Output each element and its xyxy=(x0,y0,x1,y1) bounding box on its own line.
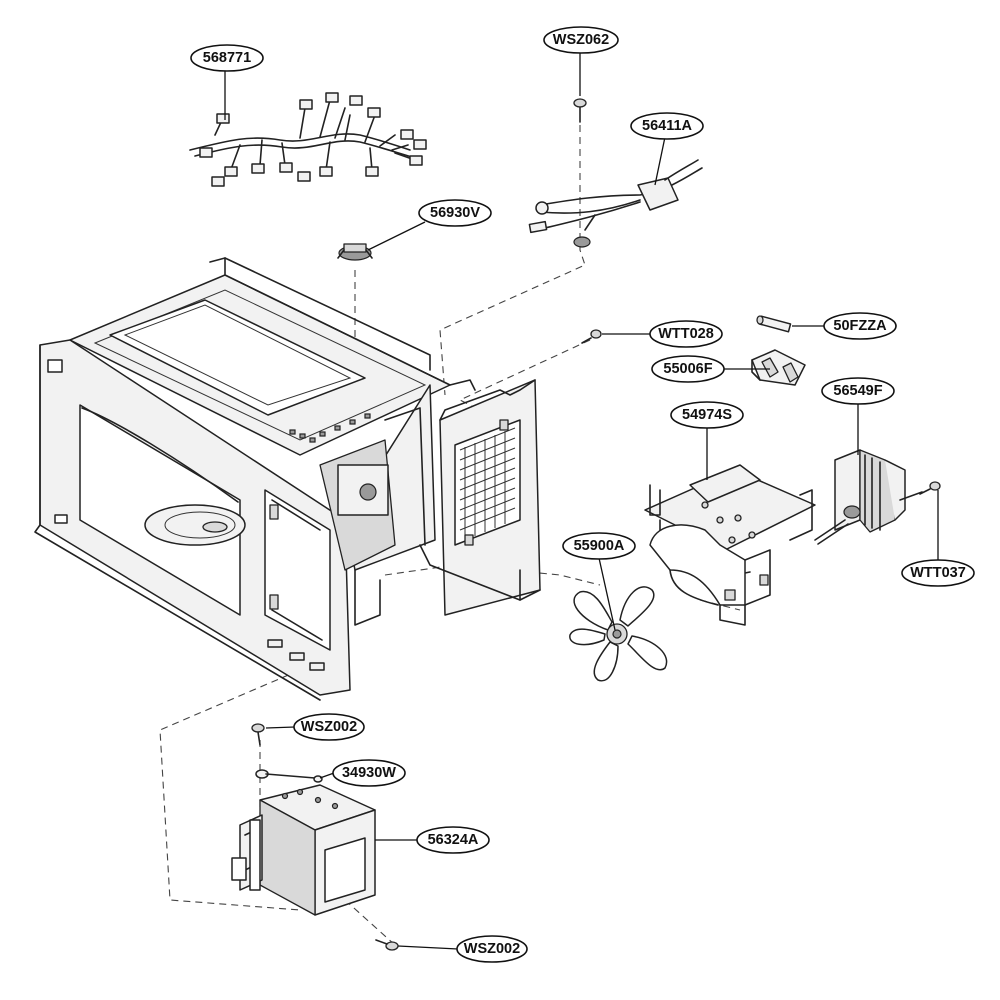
screw-motor xyxy=(919,481,941,495)
callout-label: WSZ002 xyxy=(301,719,357,735)
callout-mag-gasket: 34930W xyxy=(332,759,406,787)
callout-magnetron: 56324A xyxy=(416,826,490,854)
callout-label: 56411A xyxy=(642,118,693,134)
callout-label: WTT037 xyxy=(910,565,966,581)
callout-screw-mag-top: WSZ002 xyxy=(293,713,365,741)
fuse xyxy=(756,315,792,333)
callout-fuse-lead: 56411A xyxy=(630,112,704,140)
callout-fuse: 50FZZA xyxy=(823,312,897,340)
thermostat xyxy=(337,243,373,261)
callout-screw-motor: WTT037 xyxy=(901,559,975,587)
screw-mag-bottom xyxy=(375,939,399,951)
callout-label: 55900A xyxy=(574,538,625,554)
screw-mag-top xyxy=(251,723,265,746)
callout-label: 568771 xyxy=(203,50,251,66)
cavity-assembly xyxy=(34,257,541,701)
callout-harness: 568771 xyxy=(190,44,264,72)
callout-label: WSZ002 xyxy=(464,941,520,957)
vent-grille xyxy=(459,427,516,540)
callout-screw-bracket: WTT028 xyxy=(649,320,723,348)
screw-top xyxy=(573,98,587,123)
fan-motor xyxy=(814,449,923,545)
callout-label: 34930W xyxy=(342,765,396,781)
callout-label: 56324A xyxy=(428,832,479,848)
callout-label: 54974S xyxy=(682,407,732,423)
callout-fan-bracket: 54974S xyxy=(670,401,744,429)
connector xyxy=(216,113,230,124)
top-holes xyxy=(289,413,371,443)
callout-thermostat: 56930V xyxy=(418,199,492,227)
callout-label: WSZ062 xyxy=(553,32,609,48)
callout-screw-top: WSZ062 xyxy=(543,26,619,54)
magnetron xyxy=(231,784,376,916)
callout-label: 50FZZA xyxy=(833,318,887,334)
callout-screw-mag-bottom: WSZ002 xyxy=(456,935,528,963)
fan-blade xyxy=(569,586,668,682)
callout-fuse-holder: 55006F xyxy=(651,355,725,383)
fuse-holder xyxy=(751,349,806,386)
callout-fan-blade: 55900A xyxy=(562,532,636,560)
fan-bracket xyxy=(644,464,816,626)
callout-label: 56930V xyxy=(430,205,480,221)
mag-gasket xyxy=(255,769,323,783)
fuse-lead-assembly xyxy=(528,159,703,248)
callout-fan-motor: 56549F xyxy=(821,377,895,405)
callout-label: WTT028 xyxy=(658,326,714,342)
screw-bracket xyxy=(581,329,602,344)
callout-label: 56549F xyxy=(833,383,882,399)
callouts: 568771 WSZ062 56411A 56930V WTT028 50FZZ… xyxy=(190,26,975,963)
callout-label: 55006F xyxy=(663,361,712,377)
wire-harness xyxy=(189,92,427,187)
leader-lines xyxy=(224,50,939,950)
